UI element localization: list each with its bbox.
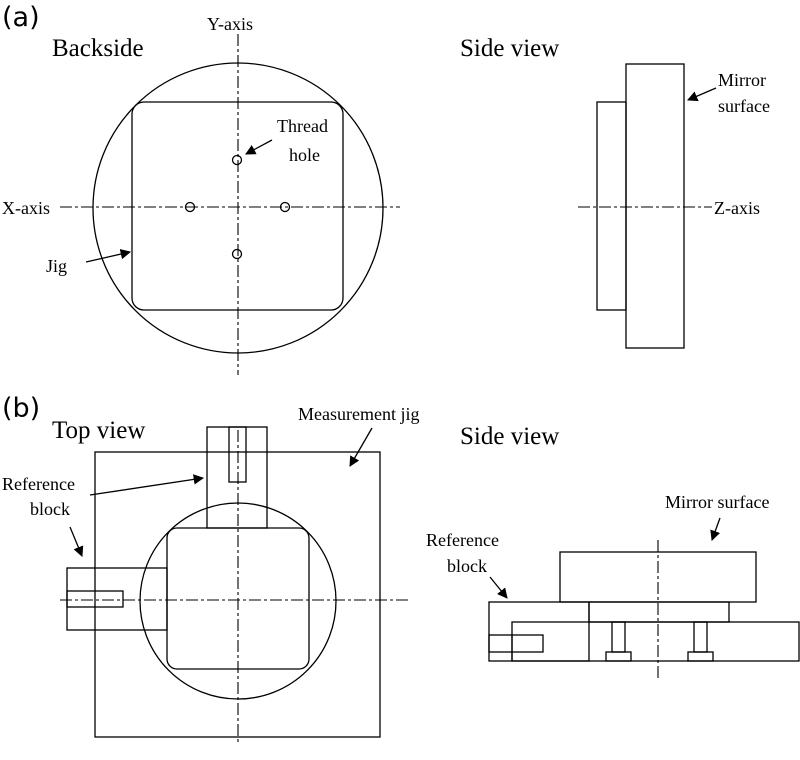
measurement-jig-arrow bbox=[349, 427, 373, 467]
ref-block-top-arrow-upper bbox=[89, 474, 205, 496]
side-view-b: Side view Mirror surface Reference block bbox=[426, 423, 800, 678]
backside-view: Backside Y-axis X-axis Thread hole Jig bbox=[2, 14, 400, 375]
screw-left-head bbox=[605, 651, 632, 662]
panel-a-label: (a) bbox=[2, 2, 40, 33]
base-plate-side bbox=[511, 621, 800, 662]
side-view-a-title: Side view bbox=[460, 35, 559, 62]
side-view-a: Side view Mirror surface Z-axis bbox=[460, 35, 770, 349]
backside-title: Backside bbox=[52, 35, 144, 62]
x-axis-label: X-axis bbox=[2, 198, 50, 218]
ref-block-side-arrow bbox=[489, 576, 508, 599]
ref-block-top-arrow-left bbox=[69, 526, 84, 557]
mirror-body bbox=[625, 63, 685, 349]
panel-b-label: (b) bbox=[2, 393, 40, 424]
top-view-title: Top view bbox=[52, 417, 145, 444]
mirror-surface-b-label: Mirror surface bbox=[665, 492, 769, 512]
y-axis-label: Y-axis bbox=[207, 14, 253, 34]
jig-label: Jig bbox=[46, 256, 67, 276]
thread-hole-bottom bbox=[231, 248, 243, 260]
ref-block-top-line1: Reference bbox=[2, 474, 75, 494]
ref-block-side-line2: block bbox=[447, 556, 487, 576]
screw-right-shaft bbox=[693, 621, 708, 653]
thread-hole-arrow bbox=[245, 139, 273, 155]
thread-label-line1: Thread bbox=[277, 116, 328, 136]
mirror-surface-b-arrow bbox=[710, 517, 721, 541]
reference-block-top-left-slot bbox=[66, 590, 124, 608]
reference-block-top-left bbox=[66, 567, 168, 631]
reference-block-side-slot bbox=[488, 634, 544, 653]
thread-hole-right bbox=[279, 201, 291, 213]
measurement-jig-label: Measurement jig bbox=[298, 404, 419, 424]
thread-hole-top bbox=[231, 154, 243, 166]
reference-block-top-upper bbox=[206, 426, 268, 529]
jig-plate-side-b bbox=[588, 601, 730, 623]
jig-arrow bbox=[85, 249, 132, 263]
thread-hole-left bbox=[184, 201, 196, 213]
mirror-surface-arrow bbox=[687, 87, 717, 102]
mirror-surface-line1: Mirror bbox=[718, 70, 766, 90]
z-axis-label: Z-axis bbox=[714, 198, 760, 218]
top-view: Top view Measurement jig Reference block bbox=[2, 404, 419, 745]
side-view-b-title: Side view bbox=[460, 423, 559, 450]
jig-plate-side bbox=[596, 101, 627, 311]
ref-block-side-line1: Reference bbox=[426, 530, 499, 550]
screw-left-shaft bbox=[611, 621, 626, 653]
ref-block-top-line2: block bbox=[30, 499, 70, 519]
thread-label-line2: hole bbox=[289, 145, 320, 165]
screw-right-head bbox=[687, 651, 714, 662]
mirror-surface-line2: surface bbox=[718, 96, 770, 116]
